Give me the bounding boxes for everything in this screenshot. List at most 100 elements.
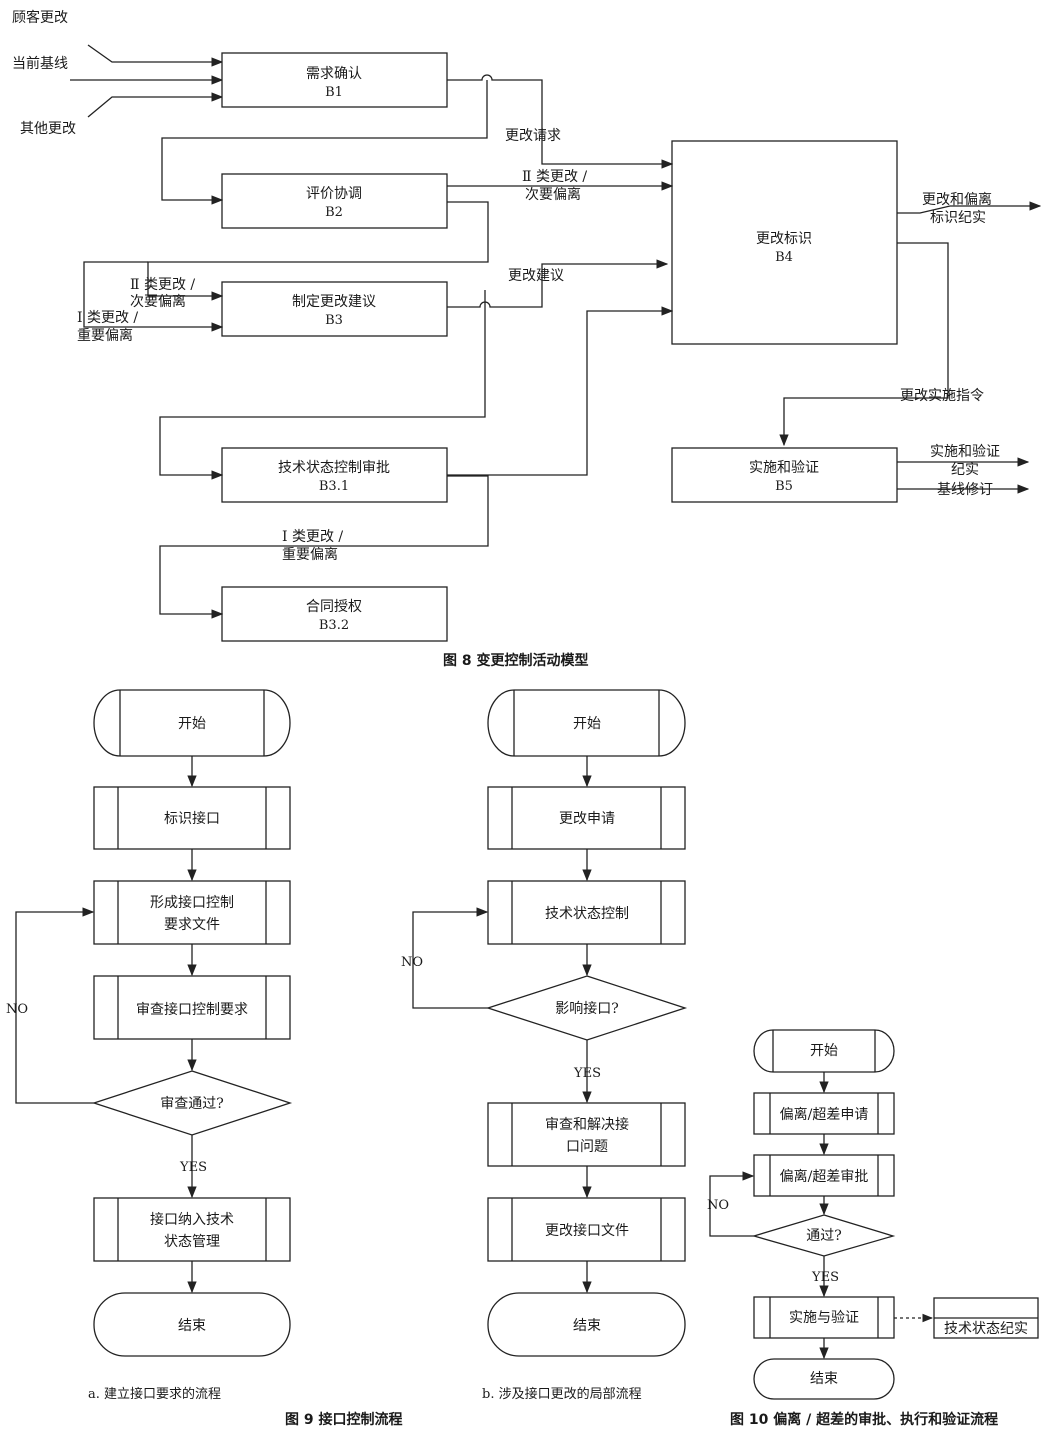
fig9b-end-label: 结束	[573, 1318, 601, 1334]
figure-10-deviation-process: 开始 偏离/超差申请 偏离/超差审批 通过? NO YES 实施与验证 技术状态…	[707, 1029, 1039, 1428]
fig9b-step-update-doc-label: 更改接口文件	[545, 1222, 629, 1239]
fig9a-end-label: 结束	[178, 1318, 206, 1334]
box-b4	[671, 140, 898, 345]
label-b2-class2-line2: 次要偏离	[525, 186, 581, 203]
box-b2	[221, 173, 448, 229]
fig9a-step-review-label: 审查接口控制要求	[136, 1001, 248, 1018]
fig9b-step-control	[487, 880, 686, 945]
fig9a-step-include	[93, 1197, 291, 1262]
box-b5-title: 实施和验证	[749, 460, 819, 476]
box-b3-1-code: B3.1	[319, 479, 349, 494]
box-b3	[221, 281, 448, 337]
figure-9b-interface-change: 开始 更改申请 技术状态控制 影响接口? NO YES 审查和解决接 口问题 更…	[401, 689, 688, 1402]
figure-9-caption: 图 9 接口控制流程	[285, 1411, 403, 1428]
arrow-b3-1-to-b3-2	[159, 475, 489, 619]
box-b5-code: B5	[775, 479, 793, 494]
fig9b-no-label: NO	[401, 955, 423, 970]
label-change-request: 更改请求	[505, 128, 561, 144]
fig10-record-label: 技术状态纪实	[944, 1321, 1028, 1337]
fig9b-step-request	[487, 786, 686, 850]
figure-8-caption: 图 8 变更控制活动模型	[443, 652, 589, 669]
box-b3-title: 制定更改建议	[292, 294, 376, 310]
fig9a-step-include-line1: 接口纳入技术	[150, 1211, 234, 1228]
fig9b-step-control-label: 技术状态控制	[545, 906, 629, 922]
fig10-step-apply-label: 偏离/超差申请	[780, 1106, 869, 1123]
fig10-step-implement-label: 实施与验证	[789, 1310, 859, 1326]
fig10-step-apply	[753, 1092, 895, 1135]
fig10-end-terminator	[753, 1358, 895, 1400]
fig9a-yes-label: YES	[179, 1160, 207, 1175]
input-other-change: 其他更改	[20, 121, 76, 137]
box-b3-1-title: 技术状态控制审批	[278, 460, 390, 476]
arrow-customer-change	[87, 44, 224, 67]
box-b3-2-title: 合同授权	[306, 599, 362, 615]
arrow-b4-to-b5	[779, 242, 949, 447]
label-change-record-line2: 标识纪实	[930, 210, 986, 226]
fig9b-decision-label: 影响接口?	[555, 1000, 619, 1017]
box-b5	[671, 447, 898, 503]
arrow-b2-to-b3-class2	[147, 201, 489, 301]
fig9a-no-label: NO	[6, 1002, 28, 1017]
label-change-proposal: 更改建议	[508, 268, 564, 284]
fig9a-step-form-doc-line1: 形成接口控制	[150, 894, 234, 911]
arrow-other-change	[87, 92, 224, 118]
fig9a-step-form-doc-line2: 要求文件	[164, 917, 220, 933]
fig9b-start-label: 开始	[573, 716, 601, 732]
arrow-b1-to-b2	[161, 80, 488, 205]
box-b2-title: 评价协调	[306, 186, 362, 202]
fig9b-caption: b. 涉及接口更改的局部流程	[482, 1386, 642, 1402]
label-change-record-line1: 更改和偏离	[922, 191, 992, 208]
fig10-step-approve-label: 偏离/超差审批	[780, 1168, 869, 1185]
arrow-b3-to-b4	[447, 259, 669, 308]
fig9a-end-terminator	[93, 1292, 291, 1357]
label-b3-class2-line2: 次要偏离	[130, 293, 186, 310]
fig10-no-loop	[709, 1171, 755, 1237]
fig9a-step-form-doc	[93, 880, 291, 945]
label-b3-class1-line1: Ⅰ 类更改 /	[77, 310, 138, 326]
label-b3-class1-line2: 重要偏离	[77, 327, 133, 344]
arrow-b2-to-b3-class1	[83, 261, 224, 332]
input-current-baseline: 当前基线	[12, 55, 68, 72]
arrow-b4-output-record	[897, 201, 1042, 214]
box-b1-code: B1	[325, 85, 343, 100]
label-impl-record-line2: 纪实	[951, 462, 979, 478]
arrow-b3-1-to-b4	[447, 306, 674, 476]
arrow-b1-to-b4	[447, 74, 674, 169]
fig9b-yes-label: YES	[573, 1066, 601, 1081]
fig9a-no-loop	[15, 907, 95, 1104]
box-b4-title: 更改标识	[756, 231, 812, 247]
fig9a-step-identify	[93, 786, 291, 850]
fig9b-step-resolve-line1: 审查和解决接	[545, 1116, 629, 1133]
fig9a-step-identify-label: 标识接口	[164, 810, 220, 827]
figure-10-caption: 图 10 偏离 / 超差的审批、执行和验证流程	[730, 1411, 998, 1428]
fig10-decision-label: 通过?	[806, 1228, 842, 1244]
fig10-no-label: NO	[707, 1198, 729, 1213]
fig9b-step-resolve-line2: 口问题	[566, 1139, 608, 1155]
fig9a-step-include-line2: 状态管理	[164, 1234, 220, 1250]
box-b4-code: B4	[775, 250, 793, 265]
fig9b-step-request-label: 更改申请	[559, 811, 615, 827]
fig9b-step-resolve	[487, 1102, 686, 1167]
fig9b-step-update-doc	[487, 1197, 686, 1262]
figure-8-change-control-model: 顾客更改 当前基线 其他更改 需求确认 B1 评价协调 B2 制定更改建议 B3…	[12, 9, 1042, 669]
label-impl-record-line1: 实施和验证	[930, 444, 1000, 460]
fig9a-decision-label: 审查通过?	[160, 1096, 224, 1112]
fig9b-end-terminator	[487, 1292, 686, 1357]
box-b3-2	[221, 586, 448, 642]
label-b3-class2-line1: Ⅱ 类更改 /	[130, 277, 195, 293]
fig9b-no-loop	[412, 907, 489, 1009]
label-b3-2-class1-line1: Ⅰ 类更改 /	[282, 529, 343, 545]
label-b3-2-class1-line2: 重要偏离	[282, 546, 338, 563]
label-baseline-revise: 基线修订	[937, 481, 993, 498]
figure-9a-interface-requirements: 开始 标识接口 形成接口控制 要求文件 审查接口控制要求 审查通过? NO YE…	[6, 689, 293, 1402]
input-customer-change: 顾客更改	[12, 9, 68, 26]
fig10-start-label: 开始	[810, 1043, 838, 1059]
fig10-yes-label: YES	[811, 1270, 839, 1285]
fig9a-caption: a. 建立接口要求的流程	[88, 1386, 221, 1402]
label-change-order: 更改实施指令	[900, 388, 984, 404]
box-b1-title: 需求确认	[306, 66, 362, 82]
box-b3-2-code: B3.2	[319, 618, 349, 633]
box-b3-code: B3	[325, 313, 343, 328]
fig9a-start-label: 开始	[178, 716, 206, 732]
